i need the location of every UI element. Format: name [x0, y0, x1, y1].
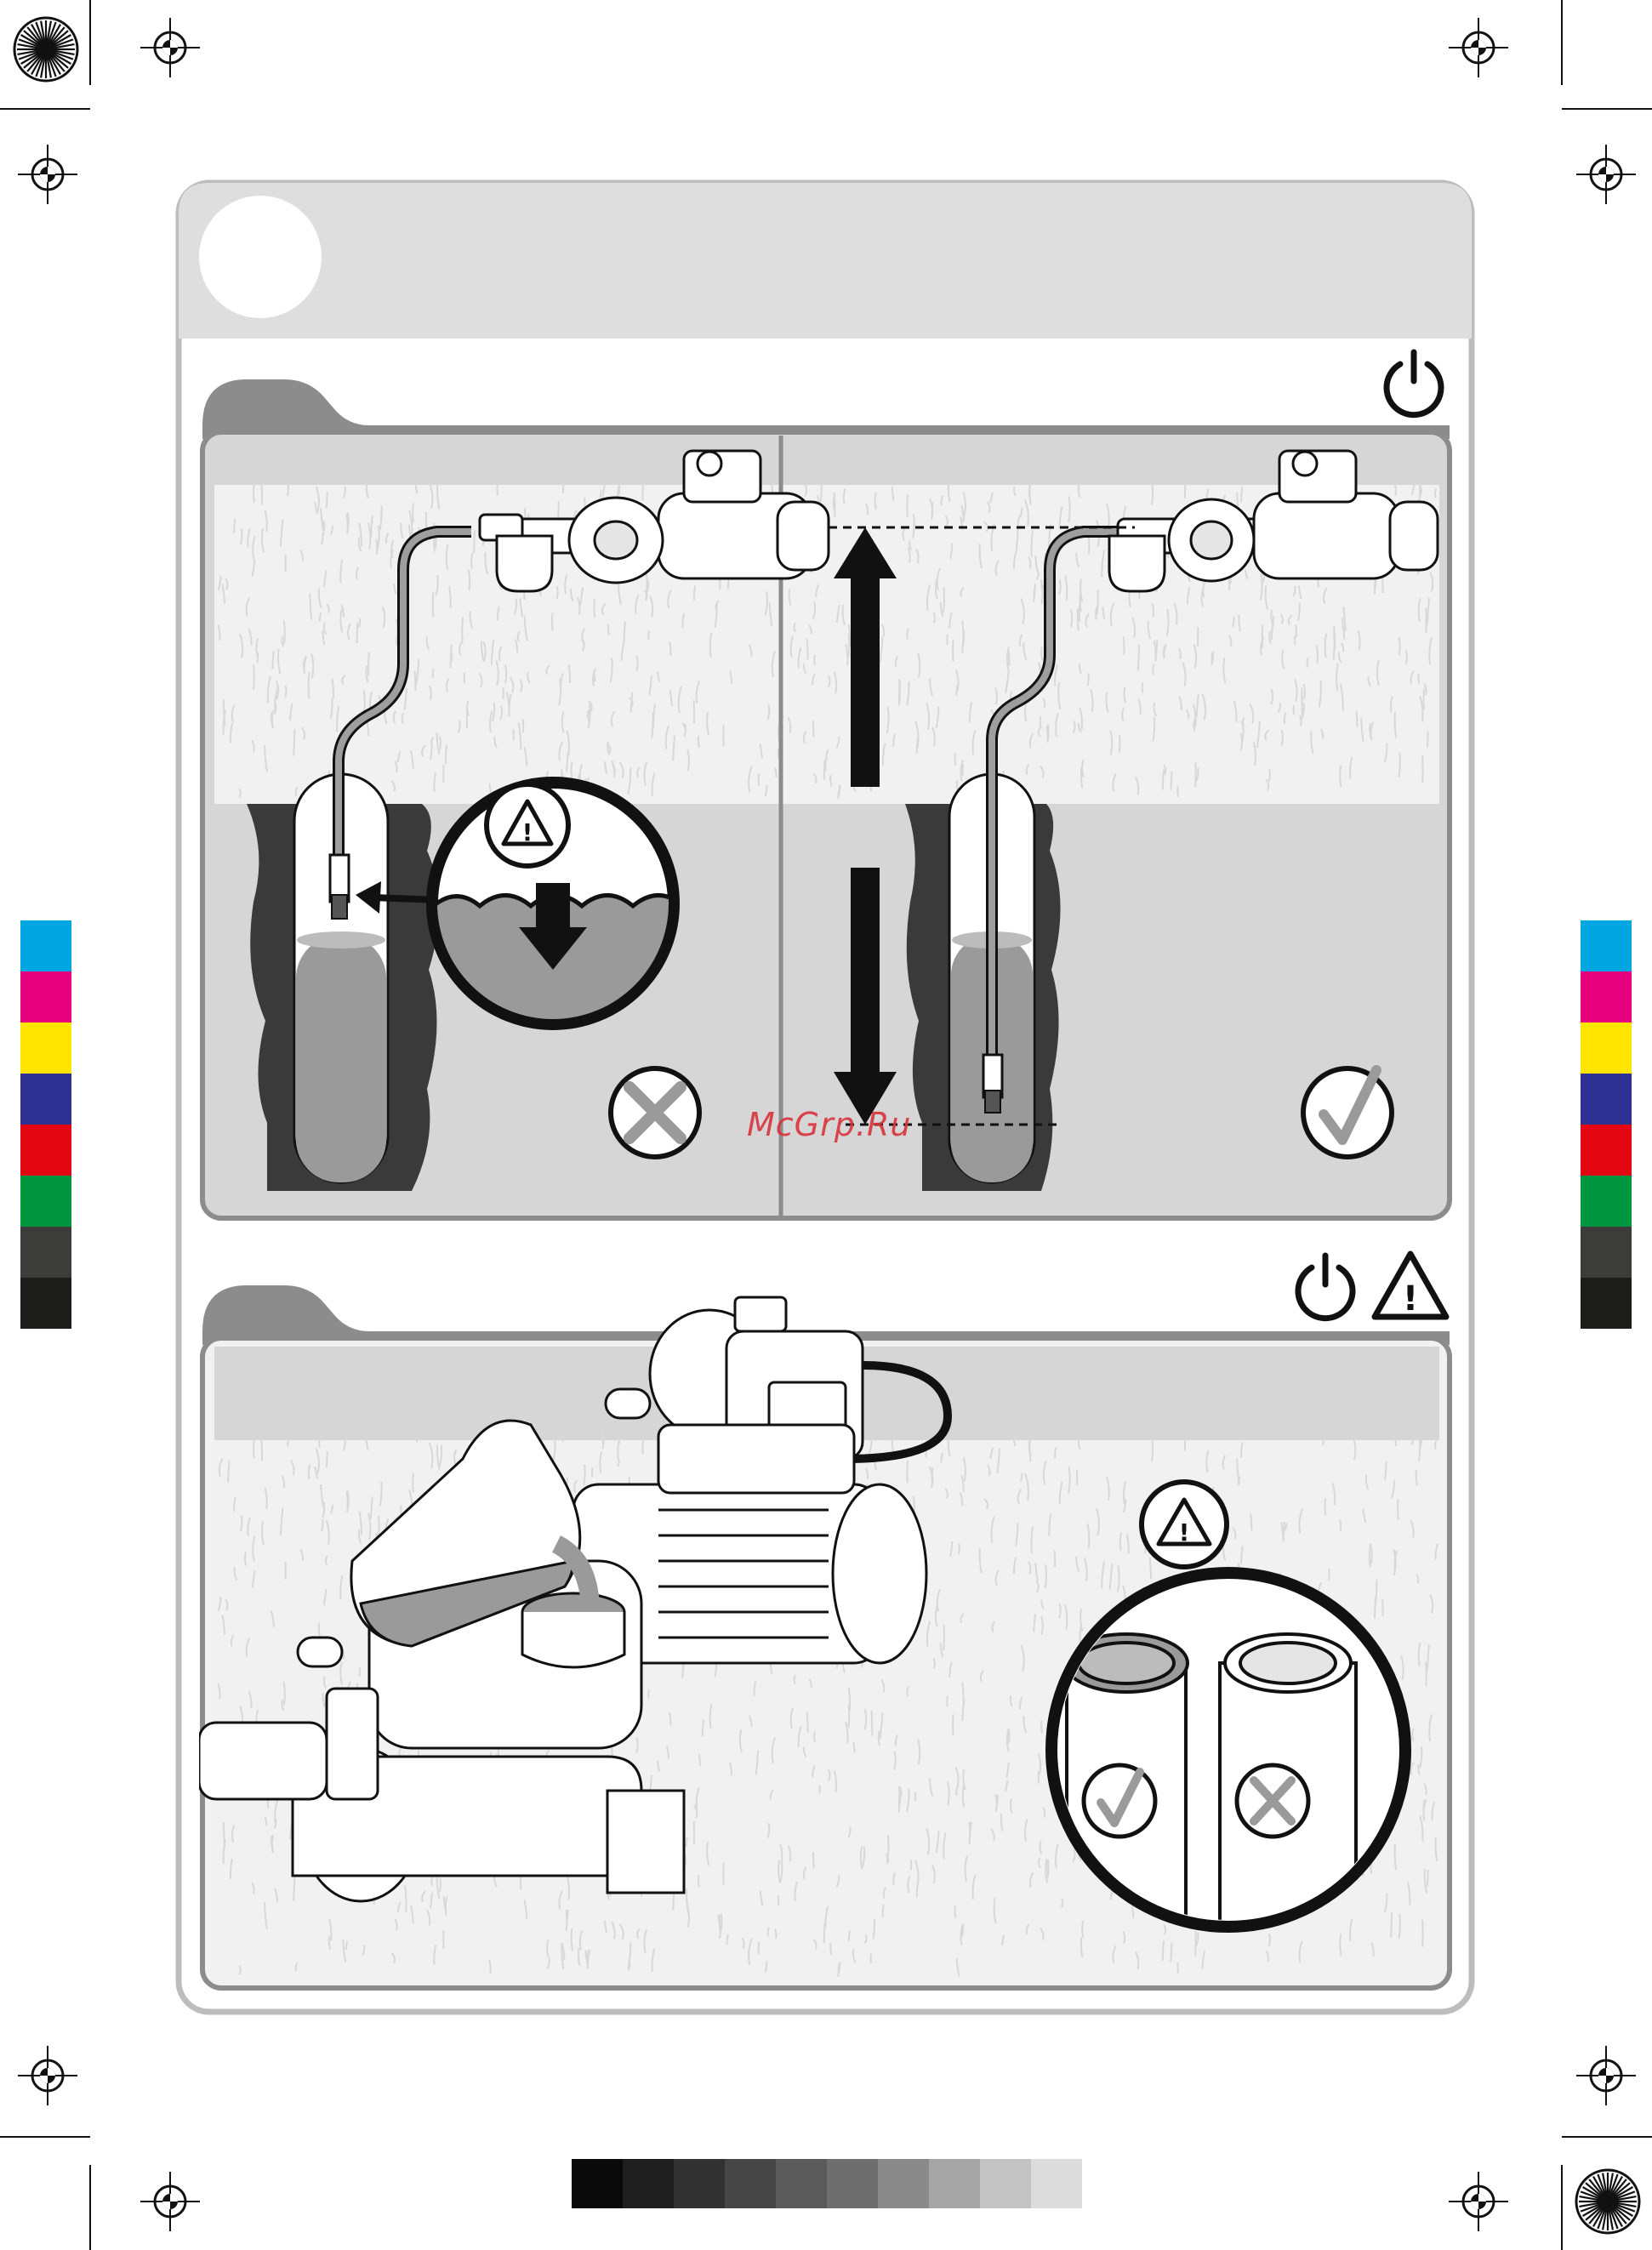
step-number-circle — [199, 196, 322, 318]
gray-swatch — [674, 2159, 725, 2208]
check-mark-icon — [1303, 1068, 1392, 1157]
color-swatch — [1581, 971, 1632, 1022]
color-swatch — [1581, 1227, 1632, 1278]
watermark-text: McGrp.Ru — [747, 1106, 911, 1143]
color-swatch — [20, 1278, 71, 1329]
gray-swatch — [878, 2159, 929, 2208]
starburst-target-icon — [1574, 2167, 1642, 2236]
color-swatch — [20, 920, 71, 971]
gray-swatch — [980, 2159, 1031, 2208]
color-swatch — [1581, 1074, 1632, 1125]
color-swatch — [20, 971, 71, 1022]
color-swatch — [20, 1227, 71, 1278]
check-mark-icon — [1084, 1765, 1155, 1837]
power-icon — [1378, 347, 1450, 419]
gray-swatch — [827, 2159, 878, 2208]
registration-mark-icon — [18, 145, 77, 204]
gray-swatch — [776, 2159, 827, 2208]
svg-text:!: ! — [1403, 1279, 1418, 1319]
gray-swatch — [572, 2159, 623, 2208]
color-swatch — [20, 1176, 71, 1227]
svg-text:!: ! — [1179, 1518, 1190, 1547]
color-swatch — [1581, 920, 1632, 971]
registration-mark-icon — [140, 2172, 200, 2231]
power-icon — [1290, 1250, 1361, 1322]
color-swatch — [20, 1022, 71, 1074]
gray-swatch — [1031, 2159, 1082, 2208]
color-swatch — [1581, 1176, 1632, 1227]
color-swatch — [1581, 1022, 1632, 1074]
bottom-panel: ! — [199, 1280, 1453, 1995]
registration-mark-icon — [1449, 2172, 1508, 2231]
top-panel: ! — [199, 374, 1453, 1225]
gray-swatch — [623, 2159, 674, 2208]
gray-swatch — [929, 2159, 980, 2208]
gray-scale-bar — [572, 2159, 1082, 2208]
svg-text:!: ! — [522, 818, 533, 846]
color-bar-left — [20, 920, 71, 1329]
registration-mark-icon — [1576, 2046, 1636, 2105]
gray-swatch — [725, 2159, 776, 2208]
starburst-target-icon — [12, 15, 80, 83]
registration-mark-icon — [140, 18, 200, 77]
color-swatch — [1581, 1125, 1632, 1176]
registration-mark-icon — [1576, 145, 1636, 204]
registration-mark-icon — [18, 2046, 77, 2105]
color-swatch — [20, 1125, 71, 1176]
registration-mark-icon — [1449, 18, 1508, 77]
warning-triangle-icon: ! — [1371, 1249, 1450, 1322]
color-swatch — [20, 1074, 71, 1125]
color-swatch — [1581, 1278, 1632, 1329]
color-bar-right — [1581, 920, 1632, 1329]
